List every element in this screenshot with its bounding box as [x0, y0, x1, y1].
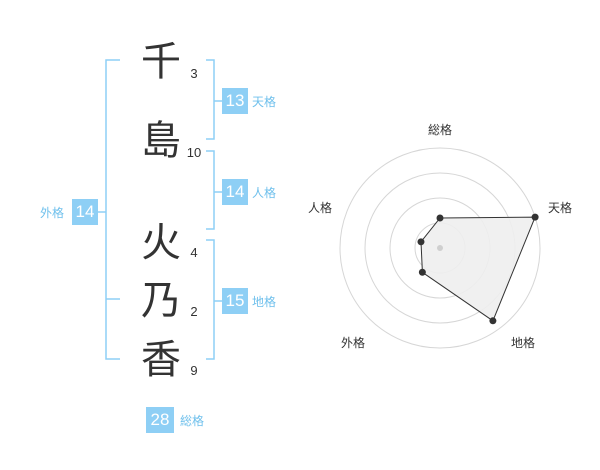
chikaku-bracket [206, 239, 215, 360]
radar-area [420, 216, 536, 322]
chikaku-value: 15 [222, 288, 248, 314]
name-char-3: 火 [141, 220, 181, 266]
gaikaku-bracket [105, 59, 120, 360]
stroke-count-3: 4 [190, 245, 198, 260]
tenkaku-label: 天格 [252, 95, 277, 109]
tenkaku-bracket [206, 59, 215, 140]
stroke-count-1: 3 [190, 66, 198, 81]
radar-point-1 [436, 214, 444, 222]
radar-center-point [437, 245, 443, 251]
radar-label-chikaku: 地格 [511, 336, 536, 350]
radar-point-2 [531, 213, 539, 221]
name-char-2: 島 [141, 118, 181, 164]
stroke-count-4: 2 [190, 304, 198, 319]
radar-point-3 [489, 317, 497, 325]
radar-label-gaikaku: 外格 [341, 336, 366, 350]
jinkaku-bracket [206, 150, 215, 230]
radar-ring-4 [339, 147, 541, 349]
gaikaku-value: 14 [72, 199, 98, 225]
radar-label-tenkaku: 天格 [548, 201, 573, 215]
name-char-1: 千 [141, 39, 181, 85]
radar-label-soukaku: 総格 [428, 123, 453, 137]
name-char-5: 香 [141, 337, 181, 383]
chikaku-label: 地格 [252, 295, 277, 309]
stroke-count-5: 9 [190, 363, 198, 378]
tenkaku-value: 13 [222, 88, 248, 114]
radar-label-jinkaku: 人格 [308, 201, 333, 215]
soukaku-value: 28 [146, 407, 174, 433]
jinkaku-label: 人格 [252, 186, 277, 200]
gaikaku-label: 外格 [40, 206, 65, 220]
stroke-count-2: 10 [186, 145, 202, 160]
soukaku-label: 総格 [180, 414, 205, 428]
name-char-4: 乃 [141, 278, 181, 324]
jinkaku-value: 14 [222, 179, 248, 205]
radar-point-5 [417, 238, 425, 246]
radar-point-4 [418, 268, 426, 276]
